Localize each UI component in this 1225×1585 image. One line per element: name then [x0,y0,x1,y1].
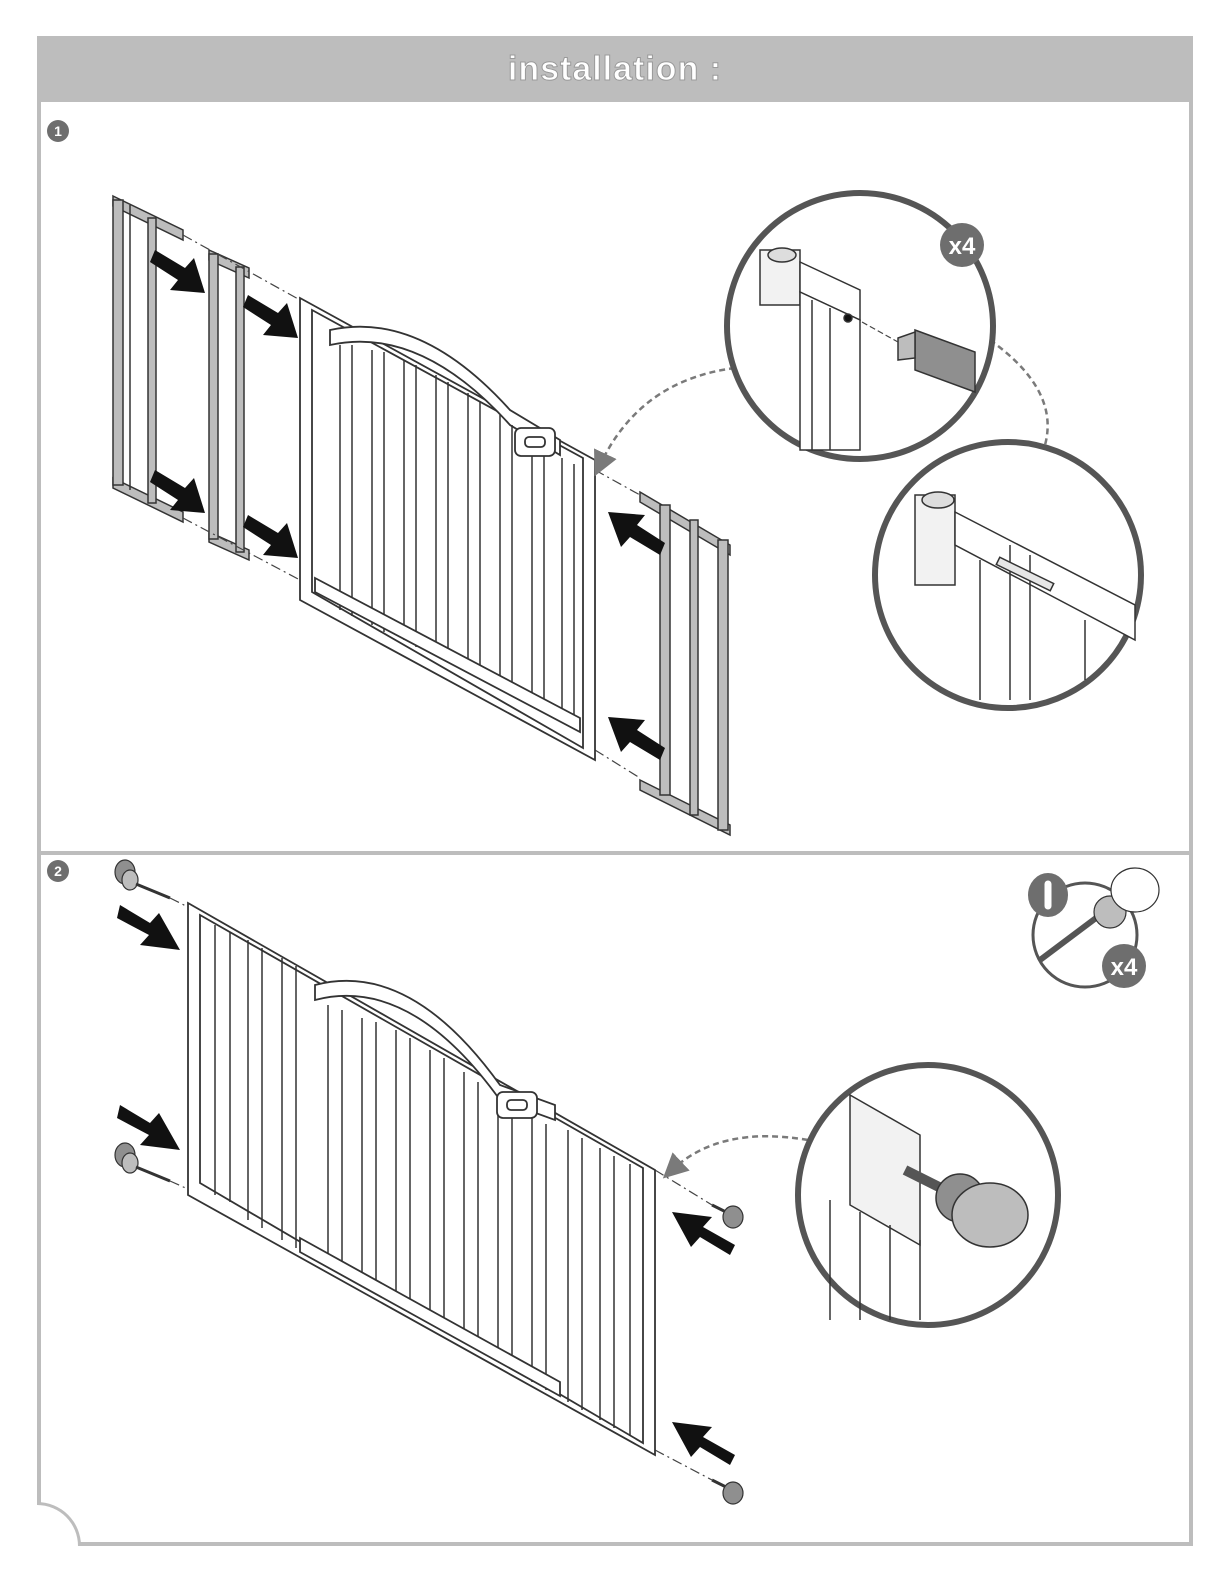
push-arrow-icon [608,512,665,760]
extension-panel-left-2 [209,250,249,560]
detail-zoom-circle [798,1065,1058,1325]
detail-zoom-circle: x4 [1028,868,1159,988]
screw-knob-icon [115,1143,170,1181]
detail-zoom-circle [875,442,1141,708]
dashed-curve-arrow-icon [672,1136,808,1170]
step-1-illustration: x4 [113,193,1141,835]
extension-panel-left-1 [113,196,183,522]
step-2-illustration: x4 [115,860,1159,1504]
quantity-label: x4 [949,233,976,260]
dashed-curve-arrow-icon [600,368,735,465]
detail-zoom-circle: x4 [727,193,993,459]
gate-panel-illustration [300,298,595,760]
gate-panel-illustration [188,903,655,1455]
quantity-label: x4 [1111,954,1138,981]
screw-knob-icon [115,860,170,898]
